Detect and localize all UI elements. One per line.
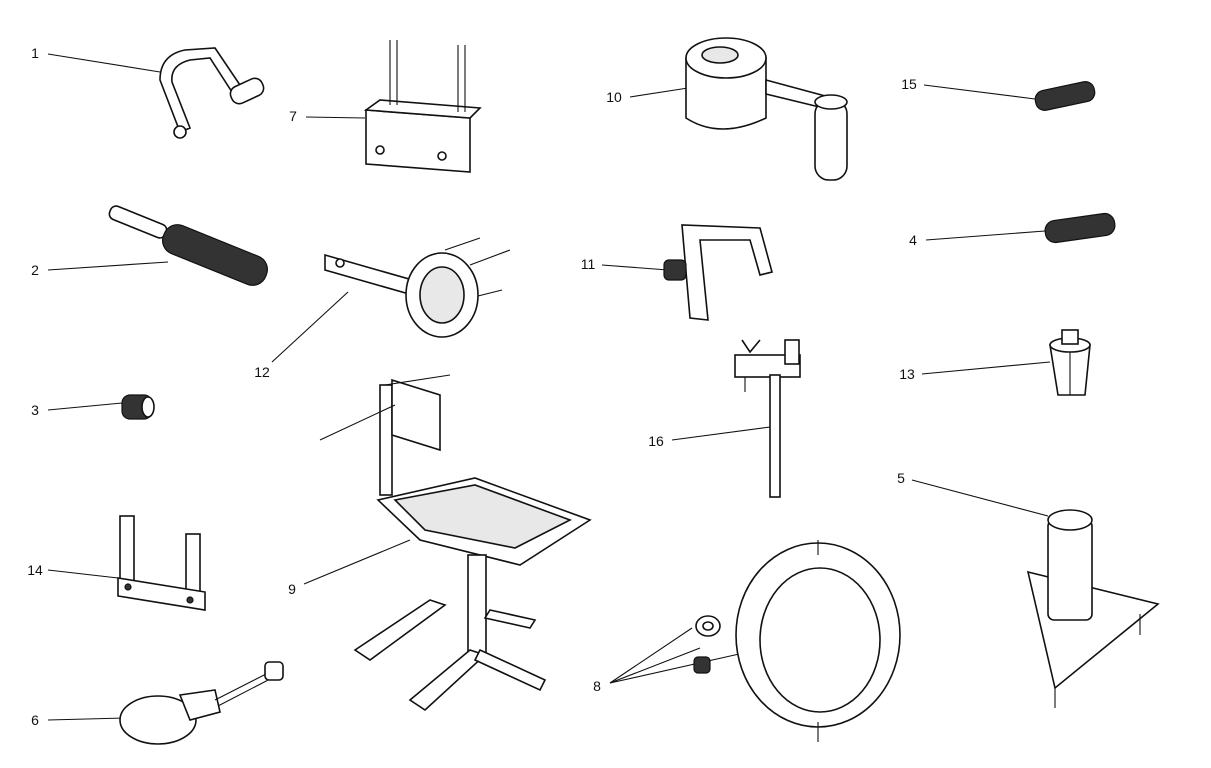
callout-8: 8 xyxy=(593,678,601,694)
tool-10-crank-tool xyxy=(685,37,848,181)
callout-2: 2 xyxy=(31,262,39,278)
tool-7-pin-plate xyxy=(363,40,482,173)
tool-16-gauge xyxy=(734,339,801,498)
tool-14-fork-plate xyxy=(117,515,206,611)
callout-14: 14 xyxy=(27,562,43,578)
callout-10: 10 xyxy=(606,89,622,105)
callout-16: 16 xyxy=(648,433,664,449)
callout-15: 15 xyxy=(901,76,917,92)
tool-11-bracket xyxy=(663,224,773,321)
tool-15-threaded-pin xyxy=(1034,81,1096,111)
callout-11: 11 xyxy=(580,256,596,272)
tool-5-base-plate xyxy=(1026,509,1160,708)
callout-3: 3 xyxy=(31,402,39,418)
tool-9-engine-stand xyxy=(319,374,592,712)
tool-12-ring-holder xyxy=(324,237,511,338)
tool-1-hook-wrench xyxy=(159,47,265,139)
callout-13: 13 xyxy=(899,366,915,382)
callout-5: 5 xyxy=(897,470,905,486)
tool-4-threaded-pin xyxy=(1044,212,1116,244)
tool-2-handle-tool xyxy=(108,205,268,286)
callout-7: 7 xyxy=(289,108,297,124)
callout-1: 1 xyxy=(31,45,39,61)
callout-6: 6 xyxy=(31,712,39,728)
tool-6-strap-wrench xyxy=(119,661,284,745)
callout-9: 9 xyxy=(288,581,296,597)
tool-8-ring-set xyxy=(693,540,901,742)
leader-lines xyxy=(47,53,1051,721)
tool-13-slotted-sleeve xyxy=(1049,329,1091,396)
callout-12: 12 xyxy=(254,364,270,380)
callout-4: 4 xyxy=(909,232,917,248)
tool-3-bushing xyxy=(121,394,155,420)
